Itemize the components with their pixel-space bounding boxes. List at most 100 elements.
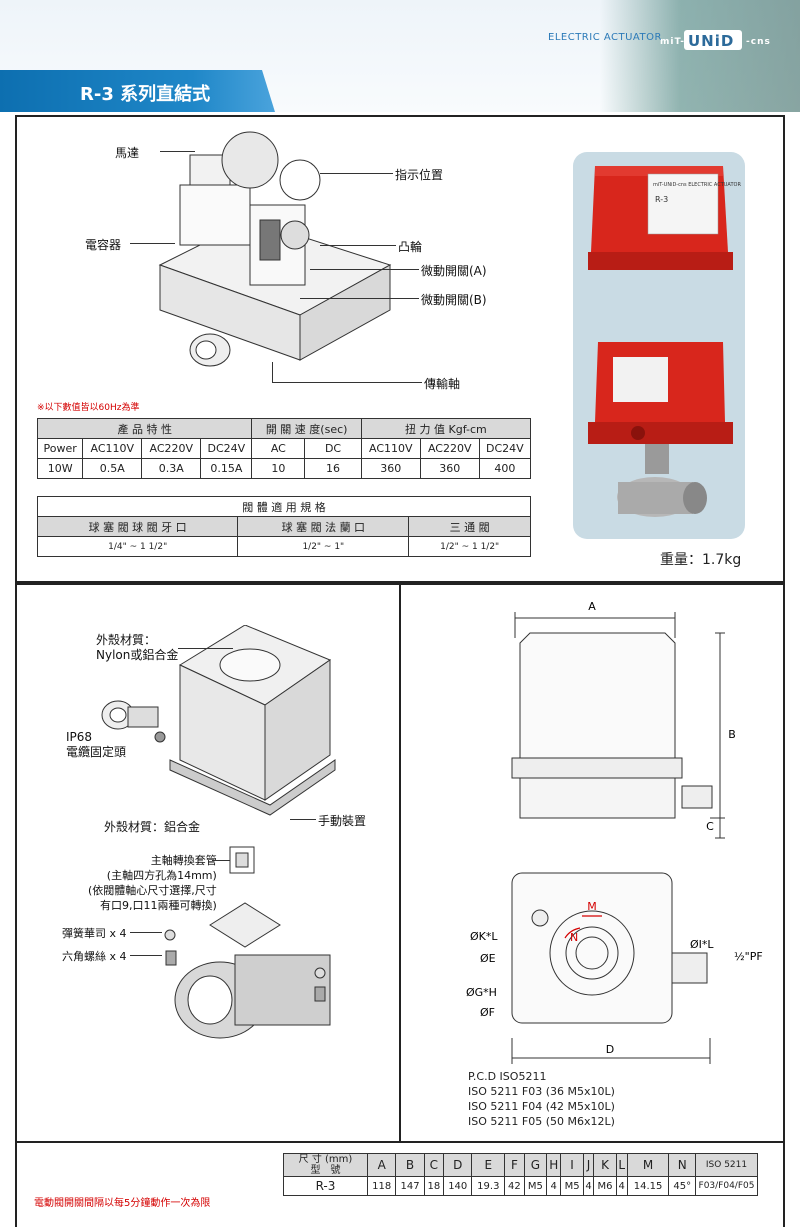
label-switch-b: 微動開關(B) xyxy=(421,293,487,307)
label-indicator: 指示位置 xyxy=(395,168,444,182)
svg-text:-cns: -cns xyxy=(746,37,771,47)
spec-header: AC xyxy=(251,438,306,459)
dimension-table: 尺 寸 (mm) 型 號 A B C D E F G H I J K L M N… xyxy=(283,1153,758,1196)
dim-f: ØF xyxy=(480,1006,495,1019)
dim-k: ØK*L xyxy=(470,930,498,943)
page-title: R-3 系列直結式 xyxy=(80,84,211,105)
spec-cell: 0.5A xyxy=(82,458,143,479)
valve-cell: 1/2" ~ 1" xyxy=(237,536,410,557)
dim-corner: 尺 寸 (mm) 型 號 xyxy=(283,1153,368,1177)
spec-header: DC24V xyxy=(478,438,532,459)
dim-header: D xyxy=(443,1153,473,1177)
dim-value: 18 xyxy=(423,1176,445,1196)
dim-value: 42 xyxy=(504,1176,525,1196)
leader-manual xyxy=(290,819,316,820)
leader-coupling xyxy=(212,860,230,861)
label-housing-material: 外殼材質： Nylon或鋁合金 xyxy=(96,633,179,662)
spec-header: AC220V xyxy=(419,438,480,459)
dim-header: M xyxy=(626,1153,670,1177)
spec-header: AC220V xyxy=(141,438,202,459)
dim-i: ØI*L xyxy=(690,938,714,951)
spec-cell: 0.15A xyxy=(200,458,253,479)
dim-header: E xyxy=(471,1153,506,1177)
spec-group-speed: 開 關 速 度(sec) xyxy=(251,418,362,439)
spec-cell: 10W xyxy=(36,458,84,479)
spec-cell: 360 xyxy=(360,458,421,479)
header-subtitle: ELECTRIC ACTUATOR xyxy=(548,32,662,43)
spec-header: DC24V xyxy=(200,438,253,459)
dim-header: K xyxy=(593,1153,617,1177)
label-coupling: 主軸轉換套管 (主軸四方孔為14mm) (依閥體軸心尺寸選擇,尺寸 有口9,口1… xyxy=(88,854,217,912)
dim-g: ØG*H xyxy=(466,986,497,999)
product-photo: miT-UNiD-cns ELECTRIC ACTUATOR R-3 xyxy=(573,152,745,539)
spec-cell: 0.3A xyxy=(141,458,202,479)
spec-header: AC110V xyxy=(360,438,421,459)
dim-header: G xyxy=(523,1153,548,1177)
label-cam: 凸輪 xyxy=(398,240,423,254)
dim-value: 14.15 xyxy=(626,1176,670,1196)
dim-m: M xyxy=(587,900,597,913)
plate-model: R-3 xyxy=(655,195,668,204)
exploded-diagram xyxy=(164,625,336,1039)
internal-mechanism-diagram xyxy=(158,131,392,367)
spec-cell: 10 xyxy=(251,458,306,479)
leader-shaft-v xyxy=(272,362,273,382)
label-bolt: 六角螺絲 x 4 xyxy=(62,950,127,963)
dim-corner-left: 型 號 xyxy=(310,1165,341,1176)
dim-header: B xyxy=(395,1153,425,1177)
actuator-photos: miT-UNiD-cns ELECTRIC ACTUATOR R-3 xyxy=(588,166,741,517)
dim-a: A xyxy=(588,600,596,613)
svg-text:UNiD: UNiD xyxy=(688,32,734,50)
dim-b: B xyxy=(728,728,736,741)
dim-header: N xyxy=(668,1153,696,1177)
iso-notes: P.C.D ISO5211 ISO 5211 F03 (36 M5x10L) I… xyxy=(468,1069,615,1129)
valve-header: 球 塞 閥 法 蘭 口 xyxy=(237,516,410,537)
spec-header: Power xyxy=(36,438,84,459)
leader-switch-b xyxy=(300,298,419,299)
dim-value: 118 xyxy=(366,1176,397,1196)
dim-value: F03/F04/F05 xyxy=(695,1176,758,1196)
valve-cell: 1/2" ~ 1 1/2" xyxy=(408,536,531,557)
label-washer: 彈簧華司 x 4 xyxy=(62,927,127,940)
dim-model: R-3 xyxy=(283,1176,368,1196)
label-ip68-gland: IP68 電纜固定頭 xyxy=(66,730,127,759)
dim-header: L xyxy=(615,1153,628,1177)
iso-line: ISO 5211 F05 (50 M6x12L) xyxy=(468,1115,615,1128)
title-bar xyxy=(0,70,275,112)
dim-header: J xyxy=(582,1153,595,1177)
weight-label: 重量：1.7kg xyxy=(660,552,742,568)
dim-c: C xyxy=(706,820,714,833)
dim-corner-unit: (mm) xyxy=(325,1154,353,1165)
leader-motor xyxy=(160,151,195,152)
svg-text:miT-: miT- xyxy=(660,37,685,47)
spec-group-torque: 扭 力 值 Kgf-cm xyxy=(360,418,532,439)
iso-line: ISO 5211 F04 (42 M5x10L) xyxy=(468,1100,615,1113)
iso-line: P.C.D ISO5211 xyxy=(468,1070,547,1083)
plate-brand: miT-UNiD-cns ELECTRIC ACTUATOR xyxy=(653,182,741,188)
dim-n: N xyxy=(570,931,578,944)
spec-cell: 16 xyxy=(304,458,362,479)
dim-value: 140 xyxy=(443,1176,473,1196)
label-base-material: 外殼材質：鋁合金 xyxy=(104,820,201,834)
dim-value: 19.3 xyxy=(471,1176,506,1196)
note-60hz: ※以下數值皆以60Hz為準 xyxy=(37,403,140,413)
spec-header: AC110V xyxy=(82,438,143,459)
label-motor: 馬達 xyxy=(115,146,140,160)
dim-header: H xyxy=(546,1153,562,1177)
leader-switch-a xyxy=(310,269,419,270)
dimension-drawing: A B C D M N ØK*L ØE ØG*H ØF ØI*L ½"PF xyxy=(466,600,763,1064)
footer-note: 電動閥開關間隔以每5分鐘動作一次為限 xyxy=(34,1198,211,1209)
dim-value: M5 xyxy=(523,1176,548,1196)
header-decoration xyxy=(600,0,800,112)
dim-value: 4 xyxy=(582,1176,595,1196)
spec-header: DC xyxy=(304,438,362,459)
valve-header: 三 通 閥 xyxy=(408,516,531,537)
dim-header: C xyxy=(423,1153,445,1177)
valve-header: 球 塞 閥 球 閥 牙 口 xyxy=(36,516,239,537)
dim-header: ISO 5211 xyxy=(695,1153,758,1177)
leader-cam xyxy=(320,245,396,246)
dim-e: ØE xyxy=(480,952,496,965)
dim-value: M6 xyxy=(593,1176,617,1196)
iso-line: ISO 5211 F03 (36 M5x10L) xyxy=(468,1085,615,1098)
spec-table: 產 品 特 性 開 關 速 度(sec) 扭 力 值 Kgf-cm Power … xyxy=(36,418,532,479)
